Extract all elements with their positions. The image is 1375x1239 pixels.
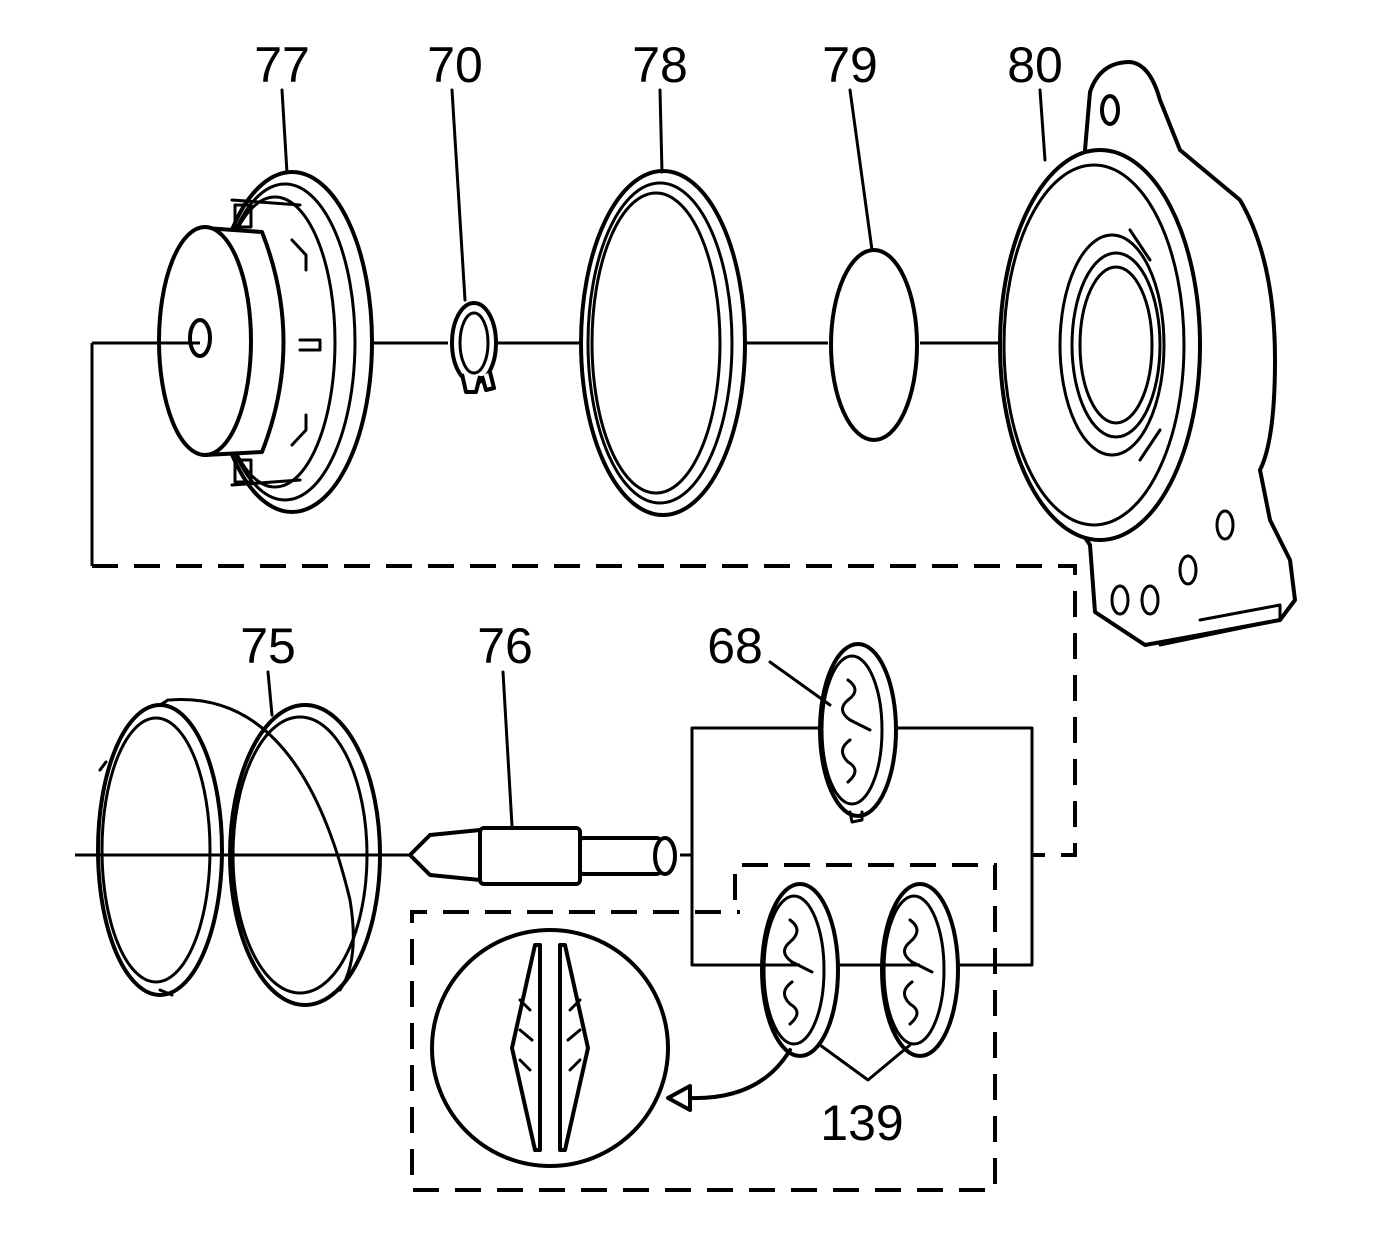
part-70-snap-ring xyxy=(450,301,498,394)
part-139-check-valves xyxy=(410,863,997,1192)
part-76-pin xyxy=(408,826,677,886)
leader-lines xyxy=(266,88,1047,828)
callout-139: 139 xyxy=(820,1095,903,1151)
callout-79: 79 xyxy=(822,37,878,93)
callout-80: 80 xyxy=(1007,37,1063,93)
part-75-rings xyxy=(96,698,382,1007)
callout-75: 75 xyxy=(240,618,296,674)
part-77-piston xyxy=(157,170,374,514)
part-80-housing xyxy=(998,60,1297,647)
part-78-seal xyxy=(579,169,747,517)
part-79-o-ring xyxy=(829,248,919,442)
callout-labels: 77 70 78 79 80 75 76 68 139 xyxy=(240,37,1063,1151)
callout-70: 70 xyxy=(427,37,483,93)
part-68-check-valve xyxy=(818,642,898,824)
callout-68: 68 xyxy=(707,618,763,674)
callout-77: 77 xyxy=(254,37,310,93)
callout-78: 78 xyxy=(632,37,688,93)
callout-76: 76 xyxy=(477,618,533,674)
